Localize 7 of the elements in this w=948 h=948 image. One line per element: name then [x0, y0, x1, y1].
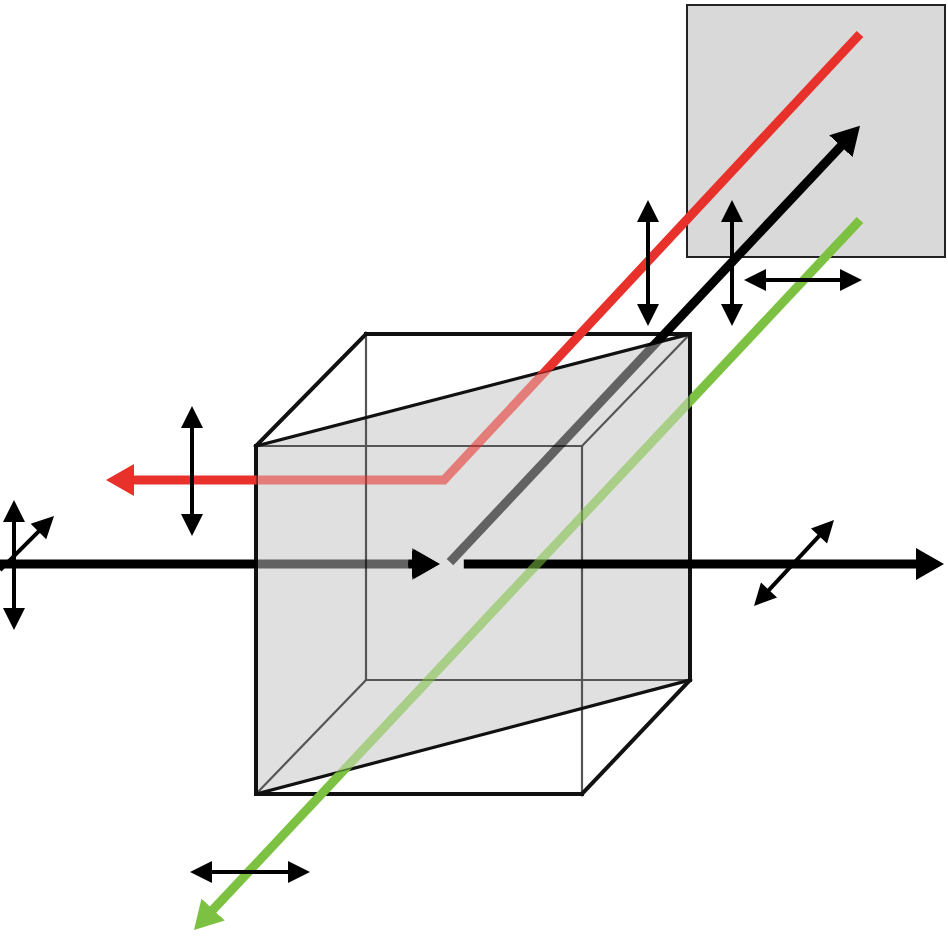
beam-arrow: [0, 548, 440, 580]
beam-arrow: [106, 30, 864, 496]
beam-arrow: [463, 548, 944, 580]
beam-arrow: [446, 125, 860, 566]
beam-splitter-cube: [256, 334, 690, 794]
beam-arrow: [194, 216, 864, 930]
square-panel: [686, 4, 946, 258]
